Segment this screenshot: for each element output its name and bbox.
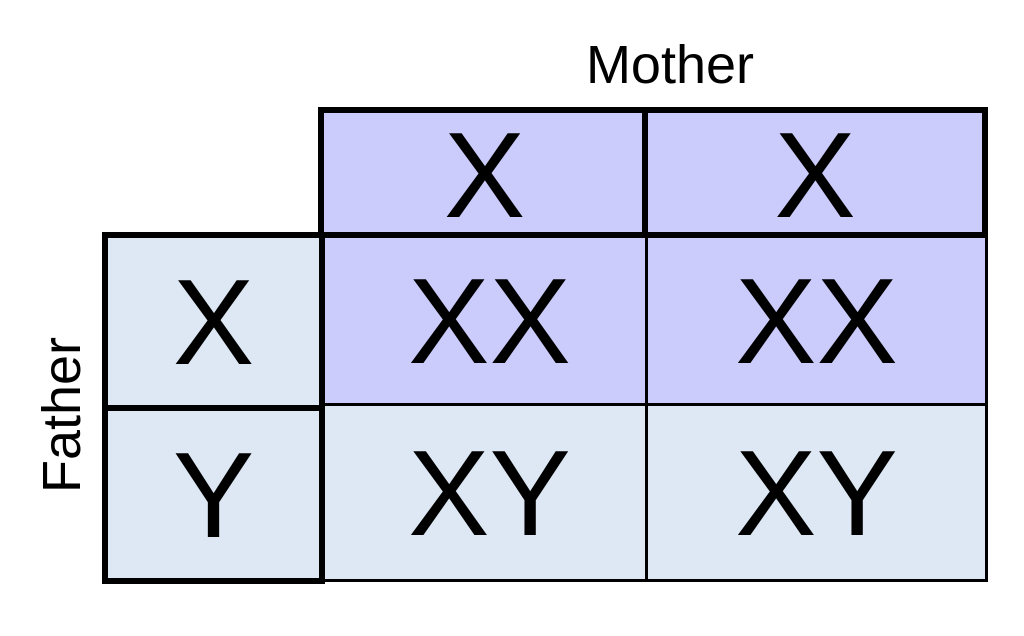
offspring-cell-xy-1: XY (318, 403, 651, 582)
father-label: Father (32, 336, 92, 494)
mother-allele-2: X (642, 107, 988, 238)
father-allele-x: X (102, 232, 325, 412)
offspring-cell-xy-2: XY (645, 403, 988, 582)
offspring-cell-xx-2: XX (645, 232, 988, 409)
father-allele-y: Y (102, 405, 325, 584)
mother-allele-1: X (318, 107, 651, 238)
offspring-cell-xx-1: XX (318, 232, 651, 409)
mother-label: Mother (585, 35, 755, 95)
